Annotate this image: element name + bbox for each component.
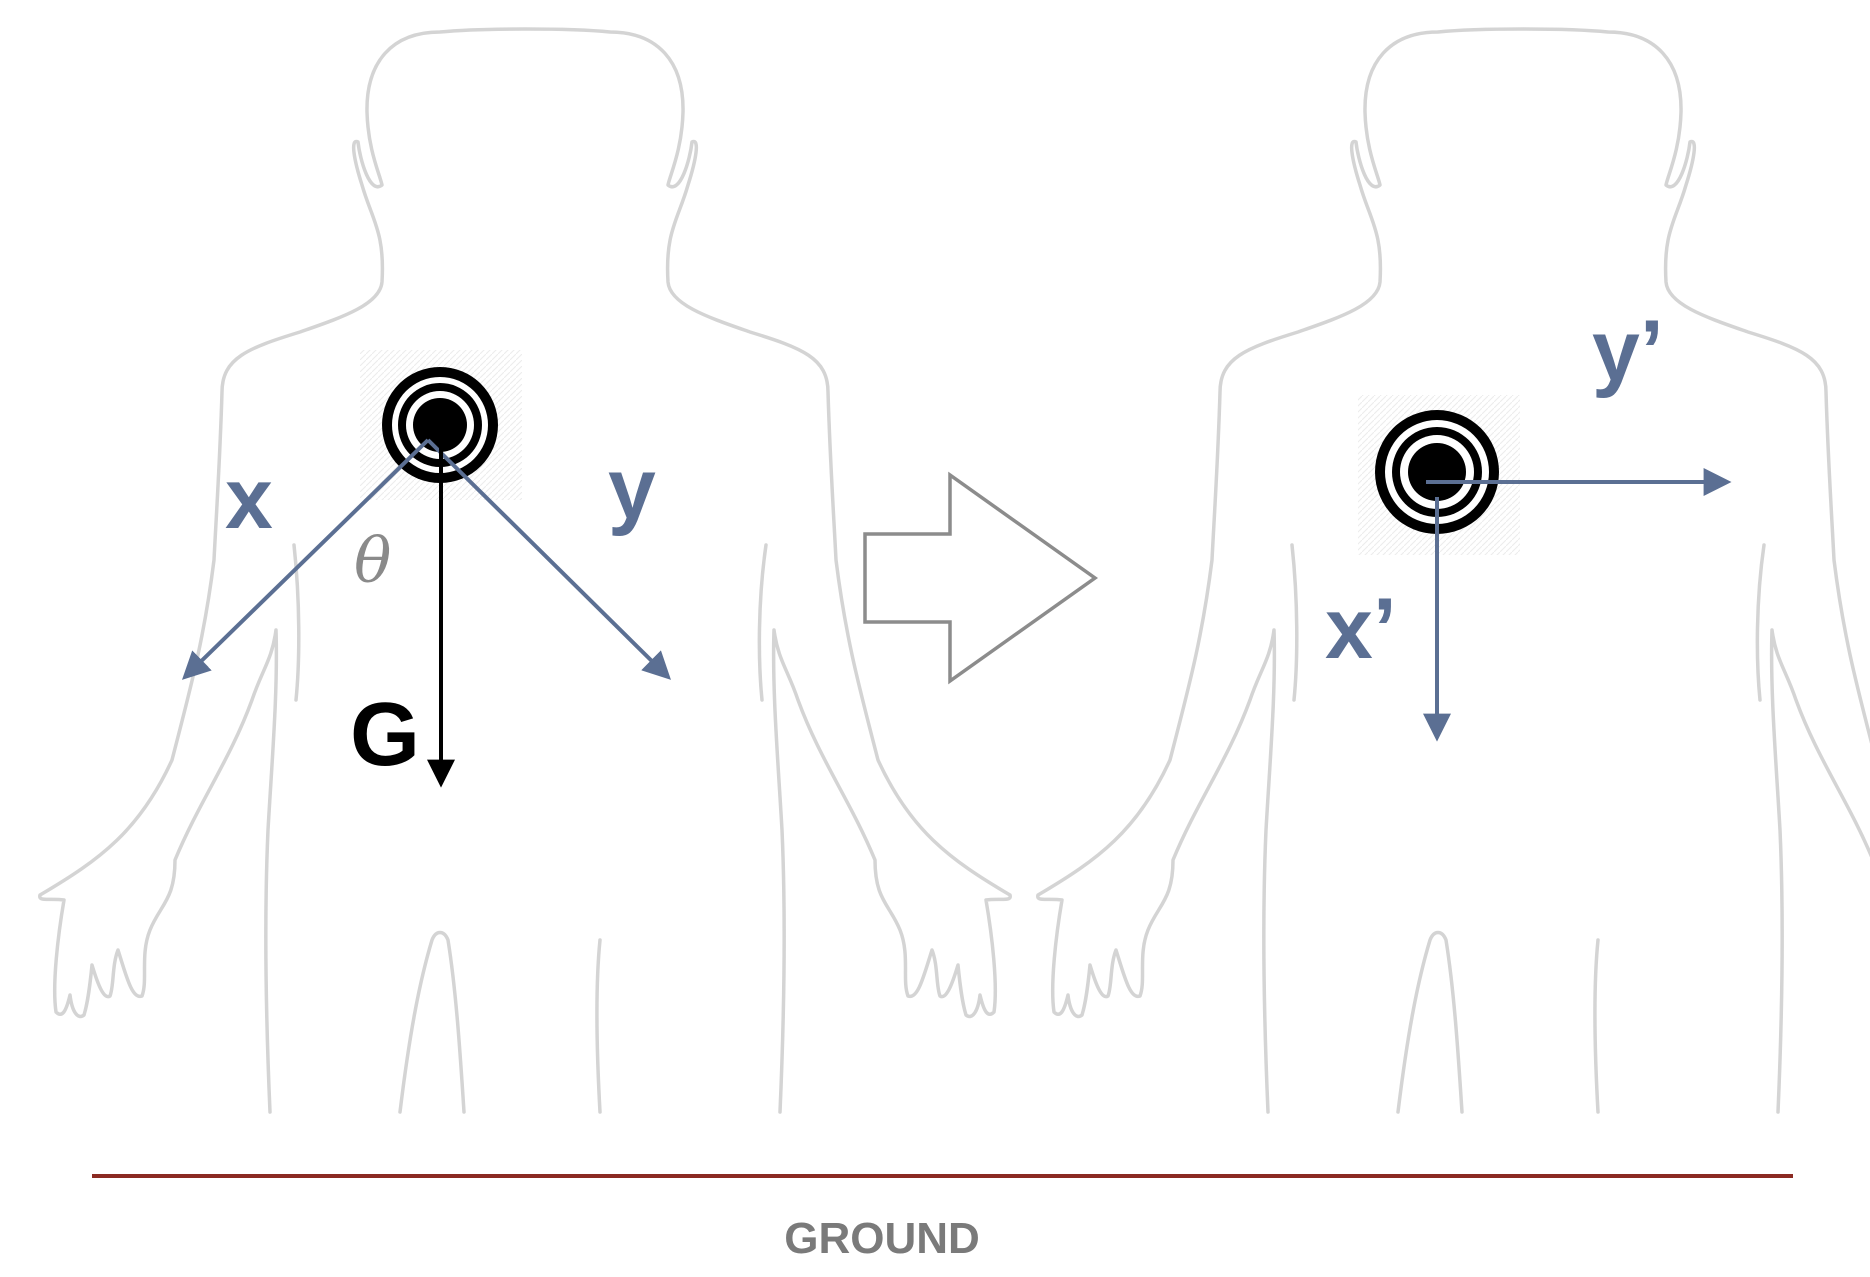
- human-body-outline-right: [1036, 27, 1870, 1114]
- theta-label: θ: [354, 524, 391, 597]
- ground-label: GROUND: [784, 1214, 980, 1263]
- right-panel: y’ x’: [1036, 27, 1870, 1114]
- ground: GROUND: [92, 1174, 1793, 1263]
- y-axis-label: y: [608, 441, 656, 537]
- transition-arrow-icon: [863, 471, 1099, 685]
- x-prime-axis-label: x’: [1325, 581, 1397, 677]
- y-axis-arrow: [426, 438, 671, 680]
- left-panel: x y θ G: [38, 27, 1012, 1114]
- sensor-target-icon: [1358, 395, 1520, 555]
- x-axis-arrow: [181, 438, 430, 680]
- gravity-label: G: [350, 685, 420, 785]
- y-prime-axis-label: y’: [1592, 303, 1664, 399]
- x-axis-label: x: [225, 451, 273, 547]
